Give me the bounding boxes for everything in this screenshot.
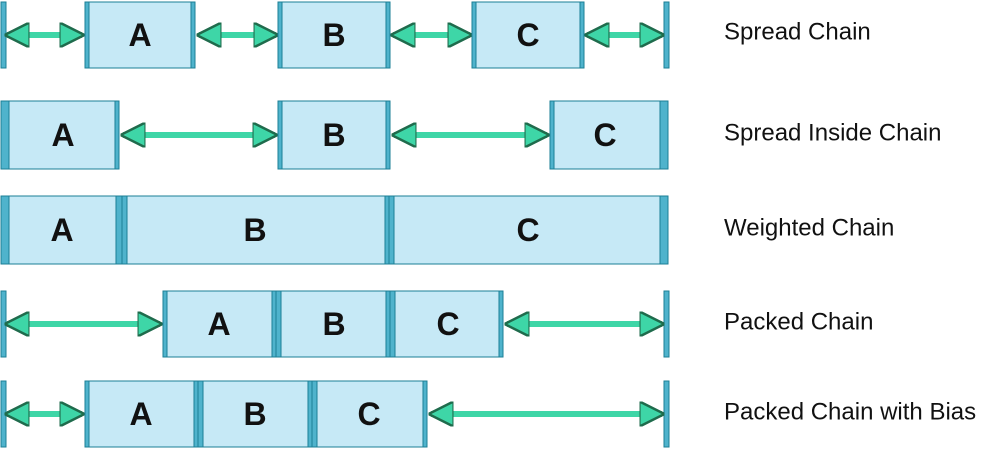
box-label: A — [128, 17, 151, 53]
box-a: A — [0, 195, 123, 265]
box-label: B — [243, 396, 266, 432]
box-a: A — [0, 100, 120, 170]
row-spread-chain: A B C Spread Chain — [0, 1, 871, 69]
row-title: Packed Chain — [724, 309, 873, 336]
box-label: C — [516, 212, 539, 248]
box-c: C — [311, 380, 428, 448]
right-parent-edge — [663, 380, 670, 448]
left-parent-edge — [0, 290, 7, 358]
row-packed-chain-with-bias: A B C Packed Chain with Bias — [0, 380, 976, 448]
box-b: B — [277, 100, 391, 170]
box-label: B — [322, 117, 345, 153]
box-label: C — [593, 117, 616, 153]
box-label: B — [243, 212, 266, 248]
row-title: Packed Chain with Bias — [724, 399, 976, 426]
box-label: A — [129, 396, 152, 432]
row-spread-inside-chain: A B C Spread Inside Chain — [0, 100, 941, 170]
row-title: Spread Inside Chain — [724, 120, 941, 147]
box-label: A — [50, 212, 73, 248]
box-b: B — [275, 290, 391, 358]
box-c: C — [388, 195, 669, 265]
box-b: B — [197, 380, 313, 448]
box-b: B — [121, 195, 390, 265]
box-label: A — [207, 306, 230, 342]
box-label: C — [357, 396, 380, 432]
row-title: Spread Chain — [724, 19, 871, 46]
box-c: C — [471, 1, 585, 69]
box-a: A — [84, 380, 199, 448]
row-title: Weighted Chain — [724, 215, 894, 242]
left-parent-edge — [0, 380, 7, 448]
left-parent-edge — [0, 1, 7, 69]
box-c: C — [549, 100, 669, 170]
box-b: B — [277, 1, 391, 69]
box-c: C — [389, 290, 504, 358]
right-parent-edge — [663, 290, 670, 358]
box-label: B — [322, 17, 345, 53]
right-parent-edge — [663, 1, 670, 69]
box-label: B — [322, 306, 345, 342]
box-label: C — [436, 306, 459, 342]
box-label: A — [51, 117, 74, 153]
box-a: A — [84, 1, 196, 69]
row-packed-chain: A B C Packed Chain — [0, 290, 873, 358]
row-weighted-chain: A B C Weighted Chain — [0, 195, 894, 265]
box-a: A — [162, 290, 277, 358]
box-label: C — [516, 17, 539, 53]
